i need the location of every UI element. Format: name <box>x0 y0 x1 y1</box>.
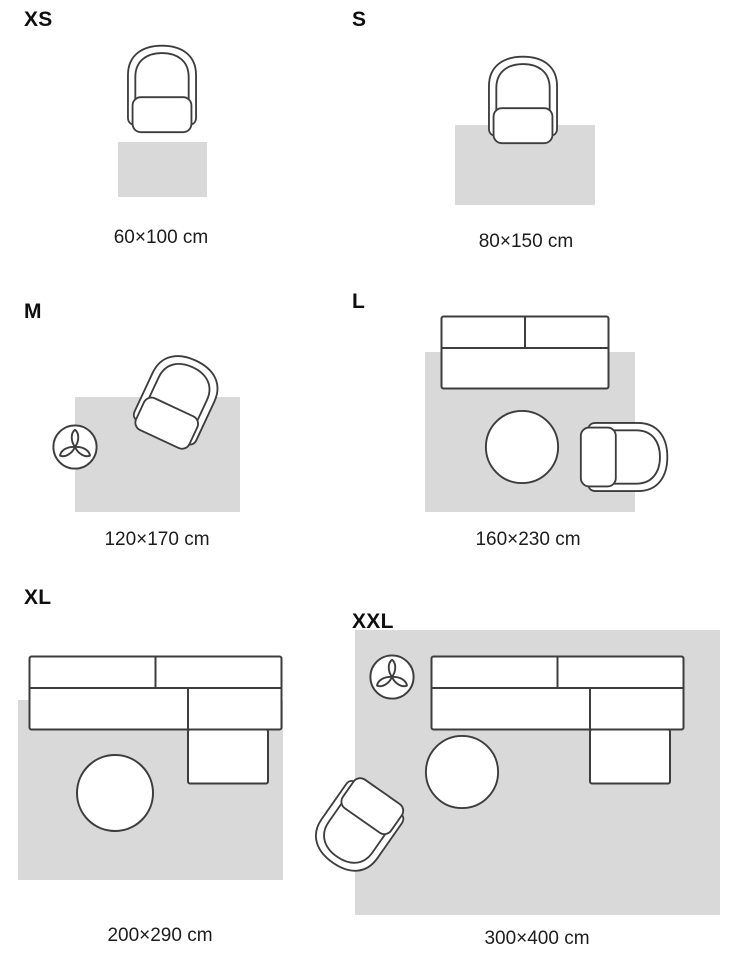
size-label-xs: XS <box>24 8 53 31</box>
size-label-l: L <box>352 290 366 313</box>
sectional-sofa-icon <box>28 655 283 785</box>
size-label-xxl: XXL <box>352 610 394 633</box>
size-dimensions-xxl: 300×400 cm <box>484 928 590 949</box>
size-label-s: S <box>352 8 367 31</box>
size-label-m: M <box>24 300 42 323</box>
size-dimensions-l: 160×230 cm <box>475 529 581 550</box>
coffee-table-icon <box>484 409 560 485</box>
size-dimensions-s: 80×150 cm <box>478 231 574 252</box>
size-dimensions-xs: 60×100 cm <box>113 227 209 248</box>
sofa-icon <box>440 315 610 390</box>
coffee-table-icon <box>75 753 155 833</box>
rug-xs <box>118 142 207 197</box>
plant-icon <box>51 423 99 471</box>
coffee-table-icon <box>424 734 500 810</box>
plant-icon <box>368 653 416 701</box>
size-dimensions-m: 120×170 cm <box>104 529 210 550</box>
armchair-icon <box>480 53 566 145</box>
size-label-xl: XL <box>24 586 52 609</box>
armchair-icon <box>579 414 671 500</box>
armchair-icon <box>119 42 205 134</box>
size-dimensions-xl: 200×290 cm <box>107 925 213 946</box>
